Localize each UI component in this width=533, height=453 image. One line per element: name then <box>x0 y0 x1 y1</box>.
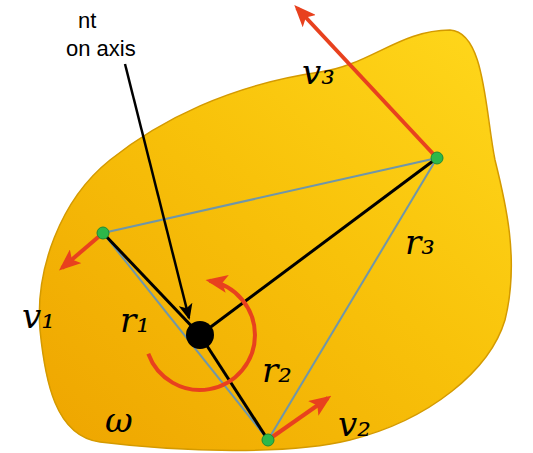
radius-symbol-holder: r₁ <box>120 300 150 340</box>
velocity-arrow <box>297 8 437 158</box>
axis-caption: nt <box>78 10 96 32</box>
axis-caption-holder: on axis <box>66 36 136 62</box>
radius-symbol-holder: r₃ <box>405 222 435 262</box>
radius-lines <box>103 158 437 440</box>
rotation-axis-point <box>186 321 214 349</box>
angular-velocity-symbol-holder: ω <box>105 400 133 440</box>
body-points <box>97 152 443 446</box>
rigid-body <box>39 30 511 450</box>
velocity-symbol: v₂ <box>338 407 371 441</box>
body-point <box>262 434 274 446</box>
velocity-symbol-holder: v₂ <box>338 404 371 444</box>
body-point <box>97 227 109 239</box>
velocity-arrows <box>62 8 437 440</box>
velocity-arrow <box>268 398 328 440</box>
velocity-symbol-holder: v₃ <box>302 52 335 92</box>
leader-arrow <box>125 64 189 318</box>
velocity-symbol: v₁ <box>22 299 55 333</box>
angular-velocity-arc <box>148 281 255 390</box>
angular-velocity-symbol: ω <box>105 403 133 437</box>
triangle-lines <box>103 158 437 440</box>
velocity-arrow <box>62 233 103 268</box>
axis-caption-holder: nt <box>78 8 96 34</box>
body-point <box>431 152 443 164</box>
velocity-symbol: v₃ <box>302 55 335 89</box>
radius-symbol: r₃ <box>405 225 435 259</box>
radius-symbol-holder: r₂ <box>262 350 292 390</box>
radius-line <box>200 158 437 335</box>
triangle-edge <box>268 158 437 440</box>
axis-caption: on axis <box>66 38 136 60</box>
radius-symbol: r₁ <box>120 303 150 337</box>
triangle-edge <box>103 233 268 440</box>
velocity-symbol-holder: v₁ <box>22 296 55 336</box>
radius-symbol: r₂ <box>262 353 292 387</box>
radius-line <box>103 233 200 335</box>
